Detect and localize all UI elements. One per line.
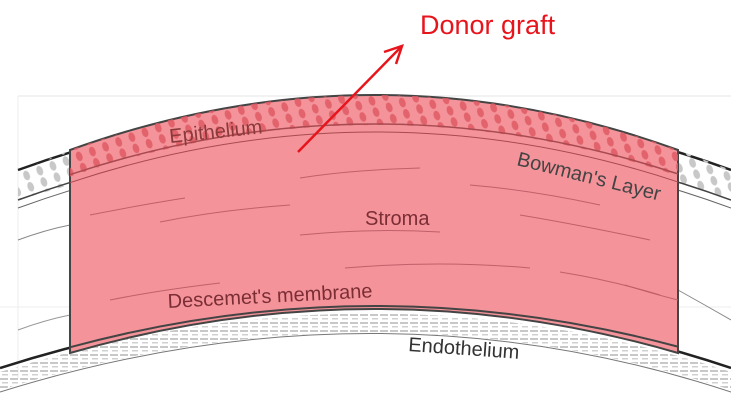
stroma-label: Stroma — [365, 208, 430, 230]
donor-graft-label: Donor graft — [420, 10, 556, 40]
